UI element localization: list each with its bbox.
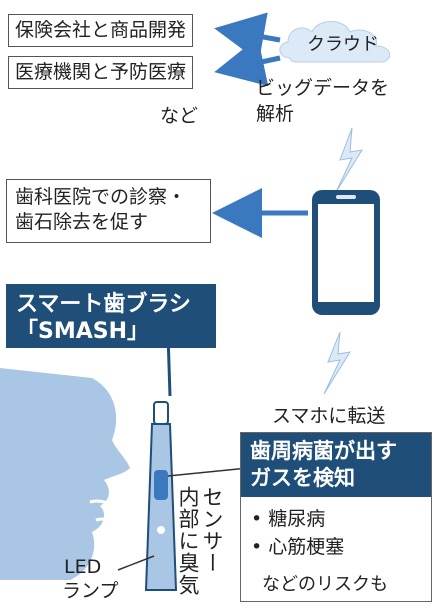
risk-item-heart: • 心筋梗塞 [251,536,345,558]
medical-box: 医療機関と予防医療 [8,56,194,89]
gas-line2: ガスを検知 [250,466,355,490]
product-line1: スマート歯ブラシ [16,292,191,317]
toothbrush-illustration [144,401,178,591]
gas-detection-box: 歯周病菌が出す ガスを検知 • 糖尿病 • 心筋梗塞 [240,432,432,602]
led-line2: ランプ [62,580,119,602]
clinic-line2: 歯石除去を促す [15,211,149,233]
cloud-icon [279,21,391,63]
smartphone-icon [312,190,380,315]
sensor-col2: 内部に臭気 [176,486,200,596]
etc-label: など [160,105,199,127]
signal-bolt-upper [335,127,364,193]
face-silhouette [0,368,130,580]
medical-label: 医療機関と予防医療 [15,61,187,83]
gas-line1: 歯周病菌が出す [250,439,397,463]
clinic-box: 歯科医院での診察・ 歯石除去を促す [6,179,211,243]
breath-puffs [89,499,135,543]
risk-item-diabetes: • 糖尿病 [251,508,326,530]
bigdata-line1: ビッグデータを [256,77,390,99]
callout-line-gas [167,467,249,477]
arrow-to-medical [214,37,281,87]
insurance-box: 保険会社と商品開発 [8,14,194,47]
product-title-box: スマート歯ブラシ 「SMASH」 [6,284,216,348]
bigdata-line2: 解析 [256,103,295,125]
sensor-col1: センサー [200,486,224,574]
insurance-label: 保険会社と商品開発 [15,19,187,41]
risk-footer: などのリスクも [262,574,388,595]
transfer-label: スマホに転送 [272,405,386,427]
gas-heading: 歯周病菌が出す ガスを検知 [241,433,431,497]
callout-line-led [117,555,155,571]
signal-bolt-lower [323,331,352,395]
clinic-line1: 歯科医院での診察・ [15,186,187,208]
cloud-label: クラウド [307,34,379,55]
product-line2: 「SMASH」 [16,319,150,344]
led-line1: LED [64,556,102,578]
arrow-to-insurance [214,12,281,62]
